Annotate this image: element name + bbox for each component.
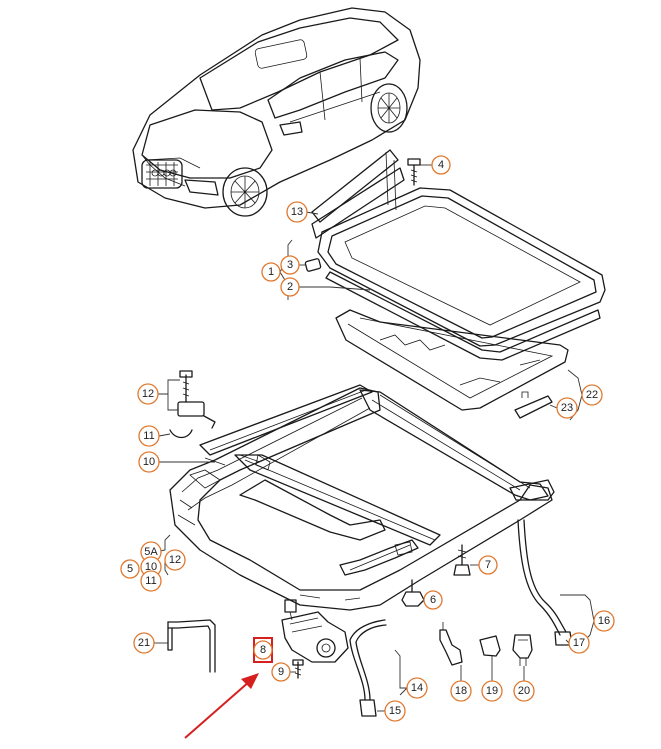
svg-text:4: 4 <box>438 159 444 171</box>
callout-7[interactable]: 7 <box>478 555 498 575</box>
svg-text:12: 12 <box>142 388 154 400</box>
svg-text:17: 17 <box>573 637 585 649</box>
part-19 <box>479 635 501 657</box>
callout-11-lower[interactable]: 11 <box>140 570 162 592</box>
callout-10-upper[interactable]: 10 <box>138 451 160 473</box>
callout-6[interactable]: 6 <box>423 590 443 610</box>
svg-text:14: 14 <box>411 682 423 694</box>
callout-14[interactable]: 14 <box>406 677 428 699</box>
bolt-4 <box>407 158 421 186</box>
svg-text:5A: 5A <box>144 546 158 558</box>
svg-text:19: 19 <box>486 685 498 697</box>
svg-text:7: 7 <box>485 559 491 571</box>
sunroof-frame <box>169 384 555 611</box>
svg-text:16: 16 <box>598 615 610 627</box>
drain-hose-14 <box>349 619 387 717</box>
svg-text:15: 15 <box>389 705 401 717</box>
svg-text:18: 18 <box>455 685 467 697</box>
sunshade-panel <box>335 309 569 419</box>
svg-text:2: 2 <box>287 281 293 293</box>
svg-text:1: 1 <box>268 266 274 278</box>
callout-20[interactable]: 20 <box>513 680 535 702</box>
svg-text:23: 23 <box>561 402 573 414</box>
svg-text:20: 20 <box>518 685 530 697</box>
clip-11 <box>169 429 193 439</box>
svg-text:10: 10 <box>145 561 157 573</box>
callout-22[interactable]: 22 <box>581 384 603 406</box>
callout-23[interactable]: 23 <box>556 397 578 419</box>
callout-11-upper[interactable]: 11 <box>138 425 160 447</box>
svg-text:13: 13 <box>291 206 303 218</box>
callout-8[interactable]: 8 <box>253 640 273 660</box>
nut-6 <box>401 579 425 607</box>
sunroof-motor <box>281 599 349 663</box>
callout-5a[interactable]: 5A <box>140 541 162 563</box>
callout-3[interactable]: 3 <box>280 255 300 275</box>
callout-16[interactable]: 16 <box>593 610 615 632</box>
svg-text:11: 11 <box>143 430 154 442</box>
callout-4[interactable]: 4 <box>431 155 451 175</box>
emergency-crank-21 <box>167 619 216 673</box>
svg-text:8: 8 <box>260 644 266 656</box>
svg-text:11: 11 <box>145 575 156 587</box>
svg-text:22: 22 <box>586 389 598 401</box>
svg-text:3: 3 <box>287 259 293 271</box>
screw-9 <box>292 659 304 679</box>
part-18 <box>439 622 463 666</box>
bolt-7 <box>453 544 471 576</box>
svg-text:6: 6 <box>430 594 436 606</box>
glass-panel-assembly <box>304 187 606 361</box>
pointer-arrow <box>184 673 259 739</box>
bracket-12 <box>177 370 216 429</box>
callout-12-lower[interactable]: 12 <box>164 549 186 571</box>
svg-text:10: 10 <box>143 456 155 468</box>
svg-text:9: 9 <box>278 666 284 678</box>
wind-deflector-strip <box>311 149 405 239</box>
callout-18[interactable]: 18 <box>450 680 472 702</box>
callout-15[interactable]: 15 <box>384 700 406 722</box>
callout-12-upper[interactable]: 12 <box>137 383 159 405</box>
part-20 <box>512 634 533 666</box>
car-illustration <box>132 7 421 217</box>
callout-21[interactable]: 21 <box>133 632 155 654</box>
callout-19[interactable]: 19 <box>481 680 503 702</box>
svg-text:12: 12 <box>169 554 181 566</box>
callout-13[interactable]: 13 <box>286 201 308 223</box>
svg-text:21: 21 <box>138 637 150 649</box>
callout-2[interactable]: 2 <box>280 277 300 297</box>
callout-1[interactable]: 1 <box>261 262 281 282</box>
callout-9[interactable]: 9 <box>271 662 291 682</box>
callout-5[interactable]: 5 <box>120 559 140 579</box>
svg-text:5: 5 <box>127 563 133 575</box>
drain-hose-16 <box>517 519 573 646</box>
callout-17[interactable]: 17 <box>568 632 590 654</box>
